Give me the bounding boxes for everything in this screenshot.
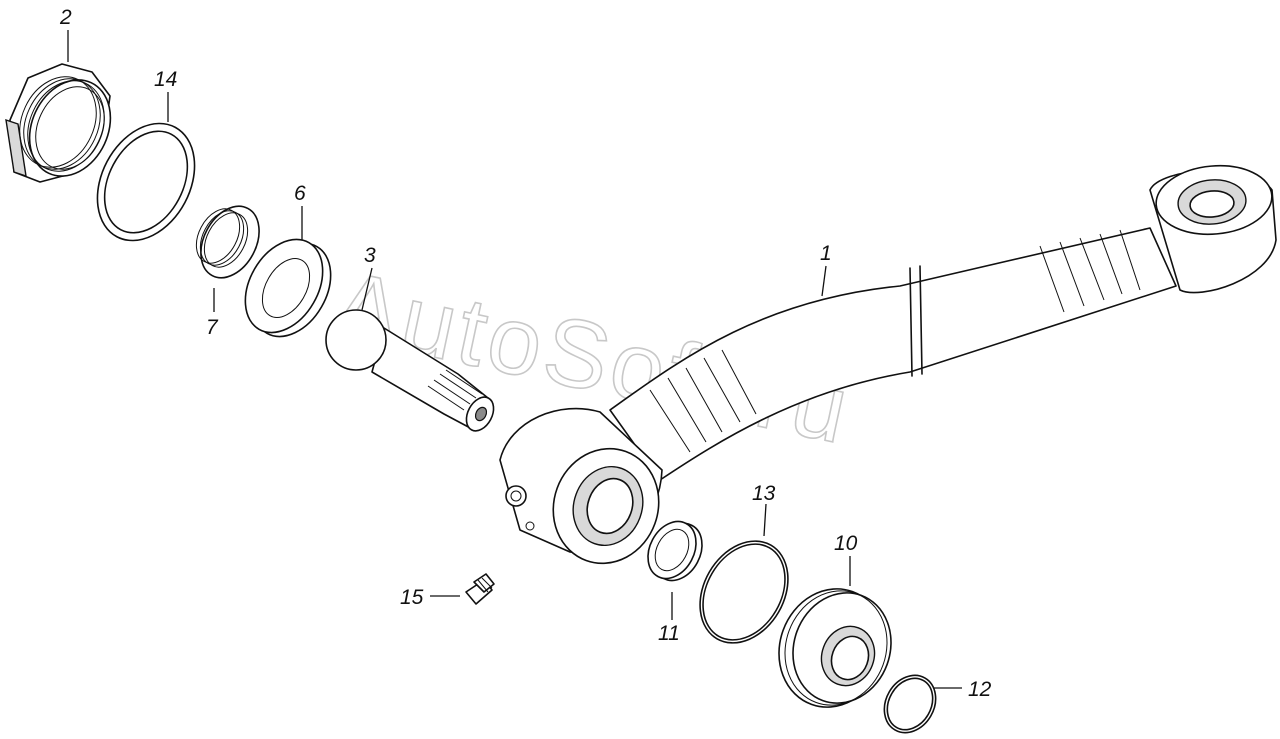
part-13-o-ring — [699, 540, 789, 644]
part-1-tie-rod — [499, 164, 1277, 565]
leader-lines — [67, 30, 962, 689]
callout-11: 11 — [658, 622, 680, 645]
part-12-small-ring — [883, 674, 937, 734]
part-7-spring-ring — [195, 205, 260, 279]
part-15-grease-nipple — [465, 573, 495, 605]
part-6-liner — [244, 238, 332, 338]
callout-14: 14 — [154, 68, 177, 91]
callout-12: 12 — [968, 678, 992, 701]
callout-labels: 2 14 6 7 3 1 13 10 11 12 15 — [59, 6, 992, 701]
callout-2: 2 — [59, 6, 72, 29]
part-10-boot — [778, 588, 892, 708]
callout-6: 6 — [294, 182, 306, 205]
part-14-ring — [96, 122, 196, 242]
callout-3: 3 — [364, 244, 376, 267]
part-2-threaded-cap — [5, 63, 112, 183]
part-11-sleeve — [647, 520, 703, 582]
callout-13: 13 — [752, 482, 776, 505]
callout-7: 7 — [206, 316, 219, 339]
part-3-ball-pin — [325, 309, 495, 432]
callout-1: 1 — [820, 242, 832, 265]
callout-15: 15 — [400, 586, 424, 609]
callout-10: 10 — [834, 532, 858, 555]
